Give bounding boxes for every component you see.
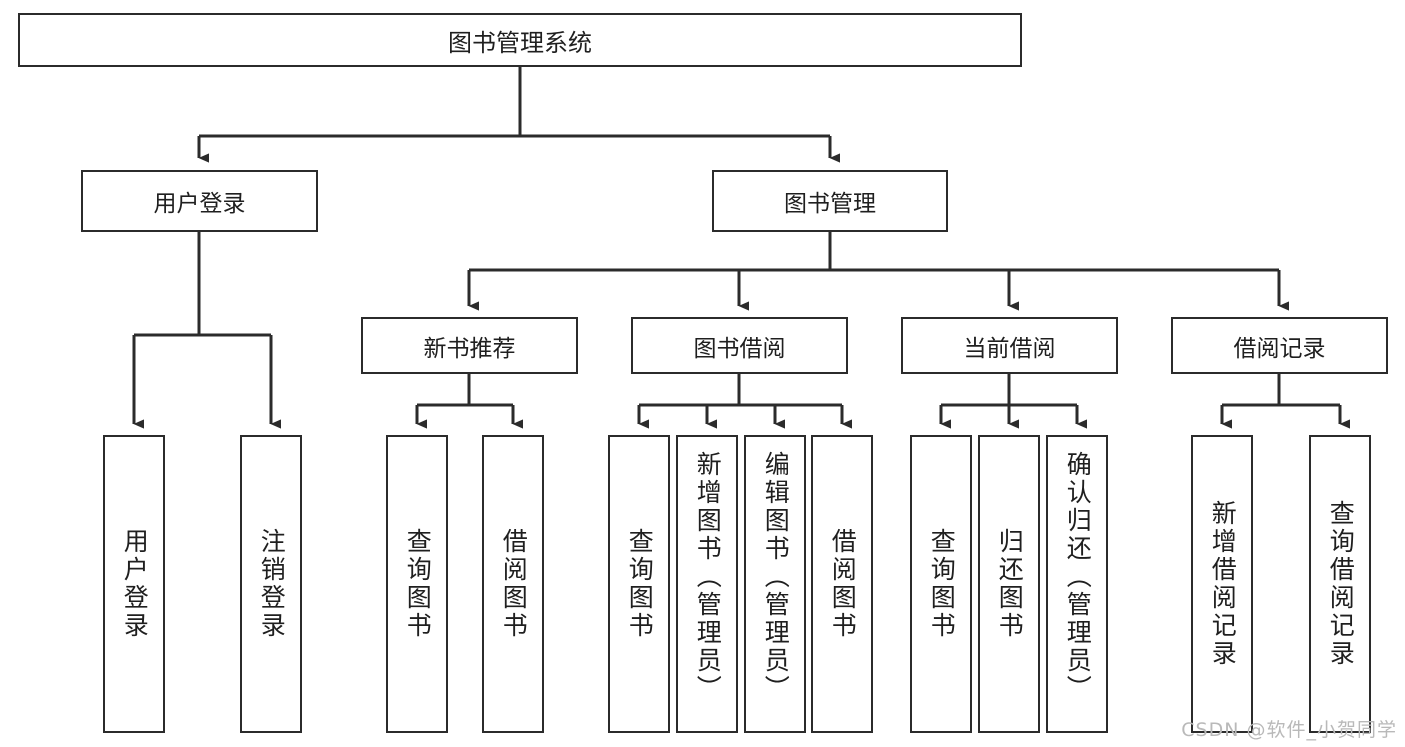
node-root[interactable]: 图书管理系统 bbox=[18, 13, 1022, 67]
leaf-user-login[interactable]: 用户登录 bbox=[103, 435, 165, 733]
csdn-watermark: CSDN @软件_小贺同学 bbox=[1181, 719, 1397, 741]
leaf-logout-login[interactable]: 注销登录 bbox=[240, 435, 302, 733]
leaf-query-book-1[interactable]: 查询图书 bbox=[386, 435, 448, 733]
leaf-return-book[interactable]: 归还图书 bbox=[978, 435, 1040, 733]
leaf-add-book[interactable]: 新增图书（管理员） bbox=[676, 435, 738, 733]
node-borrow-record[interactable]: 借阅记录 bbox=[1171, 317, 1388, 374]
node-book-borrow[interactable]: 图书借阅 bbox=[631, 317, 848, 374]
leaf-return-book-label: 归还图书 bbox=[995, 528, 1025, 640]
node-root-label: 图书管理系统 bbox=[448, 28, 592, 57]
leaf-query-book-3[interactable]: 查询图书 bbox=[910, 435, 972, 733]
node-new-book-recommend-label: 新书推荐 bbox=[423, 335, 516, 362]
leaf-query-book-2[interactable]: 查询图书 bbox=[608, 435, 670, 733]
leaf-query-borrow-record[interactable]: 查询借阅记录 bbox=[1309, 435, 1371, 733]
leaf-confirm-return-label: 确认归还（管理员） bbox=[1063, 451, 1093, 703]
leaf-confirm-return[interactable]: 确认归还（管理员） bbox=[1046, 435, 1108, 733]
node-new-book-recommend[interactable]: 新书推荐 bbox=[361, 317, 578, 374]
leaf-borrow-book-2-label: 借阅图书 bbox=[828, 528, 858, 640]
leaf-borrow-book-1[interactable]: 借阅图书 bbox=[482, 435, 544, 733]
leaf-add-book-label: 新增图书（管理员） bbox=[693, 451, 723, 703]
node-current-borrow[interactable]: 当前借阅 bbox=[901, 317, 1118, 374]
leaf-query-borrow-record-label: 查询借阅记录 bbox=[1326, 500, 1356, 668]
leaf-query-book-2-label: 查询图书 bbox=[625, 528, 655, 640]
node-current-borrow-label: 当前借阅 bbox=[963, 335, 1056, 362]
leaf-query-book-1-label: 查询图书 bbox=[403, 528, 433, 640]
node-book-manage-label: 图书管理 bbox=[784, 191, 876, 217]
leaf-add-borrow-record-label: 新增借阅记录 bbox=[1208, 500, 1238, 668]
leaf-logout-login-label: 注销登录 bbox=[257, 528, 287, 640]
leaf-borrow-book-2[interactable]: 借阅图书 bbox=[811, 435, 873, 733]
node-user-login-label: 用户登录 bbox=[153, 191, 246, 217]
leaf-user-login-label: 用户登录 bbox=[120, 528, 150, 640]
leaf-edit-book[interactable]: 编辑图书（管理员） bbox=[744, 435, 806, 733]
leaf-query-book-3-label: 查询图书 bbox=[927, 528, 957, 640]
node-book-manage[interactable]: 图书管理 bbox=[712, 170, 948, 232]
leaf-add-borrow-record[interactable]: 新增借阅记录 bbox=[1191, 435, 1253, 733]
node-borrow-record-label: 借阅记录 bbox=[1233, 335, 1326, 362]
leaf-borrow-book-1-label: 借阅图书 bbox=[499, 528, 529, 640]
node-user-login[interactable]: 用户登录 bbox=[81, 170, 318, 232]
node-book-borrow-label: 图书借阅 bbox=[693, 335, 786, 362]
leaf-edit-book-label: 编辑图书（管理员） bbox=[761, 451, 791, 703]
